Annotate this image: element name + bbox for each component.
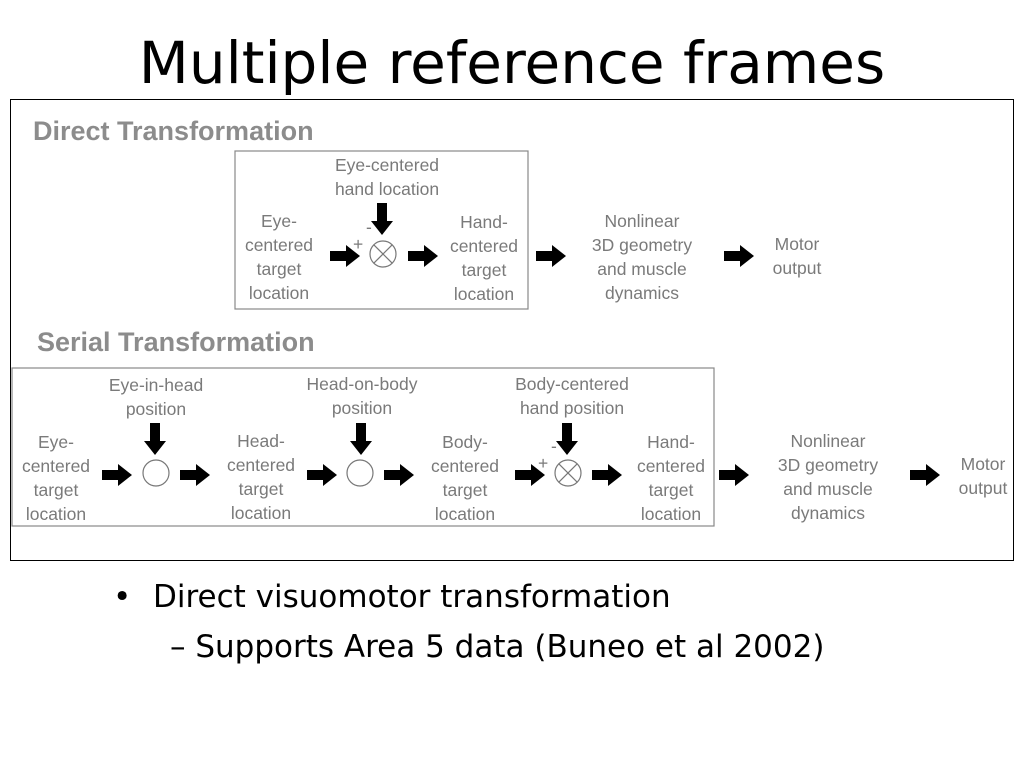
direct-node-nonlinear-line: Nonlinear [605,211,680,231]
serial-input-head-on-body: Head-on-body position [307,374,418,418]
direct-node-hand-centered-line: target [462,260,507,280]
direct-node-hand-centered-line: centered [450,236,518,256]
serial-node-motor-output-line: Motor [961,454,1006,474]
serial-node-head-centered-line: centered [227,455,295,475]
serial-node-hand-centered-line: centered [637,456,705,476]
direct-node-nonlinear-line: and muscle [597,259,687,279]
serial-node-eye-centered-line: Eye- [38,432,74,452]
sub-bullet-marker: – [170,629,186,665]
serial-arrow-8 [910,464,940,486]
serial-arrow-6 [592,464,622,486]
serial-node-nonlinear-line: dynamics [791,503,865,523]
serial-box [11,367,715,527]
serial-input-head-on-body-line: position [332,398,392,418]
serial-input-eye-in-head-line: Eye-in-head [109,375,203,395]
direct-arrow-3 [536,245,566,267]
serial-node-head-centered: Head-centered target location [227,431,295,523]
serial-arrow-4 [384,464,414,486]
serial-input-body-centered-hand: Body-centered hand position [515,374,629,418]
serial-node-body-centered-line: target [443,480,488,500]
direct-comparator-cross [373,244,393,264]
serial-input-arrow-1 [144,423,166,455]
serial-arrow-2 [180,464,210,486]
direct-node-nonlinear: Nonlinear 3D geometry and muscle dynamics [592,211,692,303]
serial-input-arrow-2 [350,423,372,455]
serial-summing-junction-2 [346,459,374,487]
serial-node-head-centered-line: location [231,503,291,523]
serial-arrow-3 [307,464,337,486]
sub-bullet-text: Supports Area 5 data (Buneo et al 2002) [195,629,825,665]
direct-input-label: Eye-centered hand location [335,155,439,199]
serial-node-nonlinear-line: Nonlinear [791,431,866,451]
direct-node-eye-centered-line: Eye- [261,211,297,231]
serial-comparator-cross [558,463,578,483]
direct-arrow-1 [330,245,360,267]
diagram-figure: Direct Transformation Serial Transformat… [10,99,1014,561]
serial-node-eye-centered-line: centered [22,456,90,476]
serial-minus-sign: - [551,436,557,456]
direct-node-hand-centered: Hand-centered target location [450,212,518,304]
direct-arrow-2 [408,245,438,267]
serial-node-nonlinear: Nonlinear 3D geometry and muscle dynamics [778,431,878,523]
direct-arrow-4 [724,245,754,267]
direct-node-motor-output-line: Motor [775,234,820,254]
serial-summing-junction-1 [142,459,170,487]
direct-node-nonlinear-line: 3D geometry [592,235,692,255]
direct-box [234,150,529,310]
serial-node-eye-centered-line: target [34,480,79,500]
serial-node-body-centered-line: centered [431,456,499,476]
slide-title: Multiple reference frames [138,29,886,97]
direct-node-hand-centered-line: Hand- [460,212,508,232]
serial-node-motor-output: Motor output [959,454,1008,498]
direct-node-eye-centered-line: target [257,259,302,279]
direct-node-motor-output-line: output [773,258,822,278]
serial-input-arrow-3 [556,423,578,455]
serial-node-body-centered: Body-centered target location [431,432,499,524]
serial-node-motor-output-line: output [959,478,1008,498]
bullet-marker: • [113,579,132,615]
serial-node-hand-centered-line: Hand- [647,432,695,452]
serial-node-nonlinear-line: 3D geometry [778,455,878,475]
serial-node-hand-centered-line: location [641,504,701,524]
serial-node-hand-centered: Hand-centered target location [637,432,705,524]
serial-node-eye-centered-line: location [26,504,86,524]
serial-arrow-5 [515,464,545,486]
direct-node-eye-centered: Eye-centered target location [245,211,313,303]
serial-node-body-centered-line: Body- [442,432,488,452]
direct-node-hand-centered-line: location [454,284,514,304]
serial-input-head-on-body-line: Head-on-body [307,374,418,394]
bullet-text: Direct visuomotor transformation [153,579,671,615]
serial-node-hand-centered-line: target [649,480,694,500]
direct-minus-sign: - [366,217,372,237]
serial-transformation-title: Serial Transformation [37,327,315,357]
direct-input-label-line: hand location [335,179,439,199]
direct-input-arrow [371,203,393,235]
serial-input-eye-in-head: Eye-in-head position [109,375,203,419]
direct-node-eye-centered-line: centered [245,235,313,255]
serial-input-body-centered-hand-line: Body-centered [515,374,629,394]
serial-node-head-centered-line: Head- [237,431,285,451]
serial-node-eye-centered: Eye-centered target location [22,432,90,524]
direct-node-eye-centered-line: location [249,283,309,303]
serial-node-body-centered-line: location [435,504,495,524]
serial-node-nonlinear-line: and muscle [783,479,873,499]
bullet-item-2: – Supports Area 5 data (Buneo et al 2002… [170,629,824,665]
direct-node-nonlinear-line: dynamics [605,283,679,303]
serial-node-head-centered-line: target [239,479,284,499]
diagram-canvas: Direct Transformation Serial Transformat… [11,116,1008,527]
serial-input-eye-in-head-line: position [126,399,186,419]
serial-input-body-centered-hand-line: hand position [520,398,624,418]
direct-node-motor-output: Motor output [773,234,822,278]
direct-transformation-title: Direct Transformation [33,116,314,146]
serial-plus-sign: + [538,453,548,473]
bullet-item-1: • Direct visuomotor transformation [113,579,671,615]
direct-plus-sign: + [353,234,363,254]
serial-arrow-1 [102,464,132,486]
direct-input-label-line: Eye-centered [335,155,439,175]
serial-arrow-7 [719,464,749,486]
